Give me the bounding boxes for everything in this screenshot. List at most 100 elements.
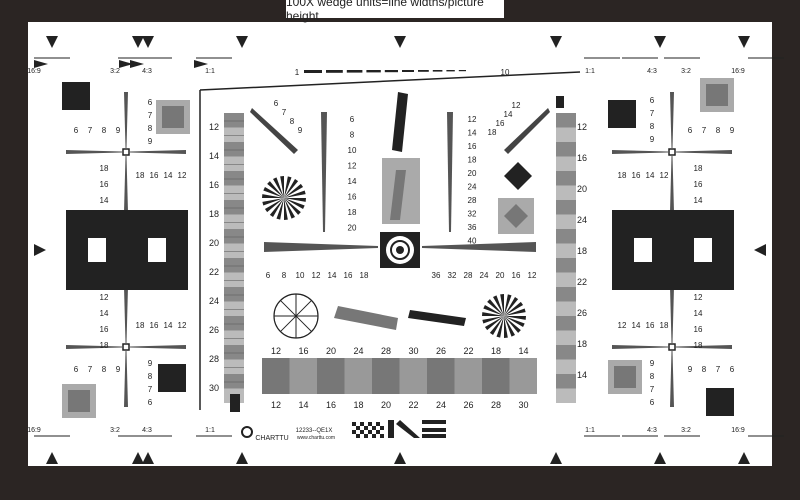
checker-cell xyxy=(368,430,372,434)
checker-cell xyxy=(372,434,376,438)
h-wedge-label: 12 xyxy=(312,271,321,280)
right-scale-cell xyxy=(556,156,576,171)
siemens-star-top xyxy=(263,187,284,198)
black-square xyxy=(706,388,734,416)
center-target-ring xyxy=(390,240,410,260)
bottom-top-label: 28 xyxy=(381,346,391,356)
edge-triangle xyxy=(550,36,562,48)
corner-label: 6 xyxy=(74,365,79,374)
aspect-label: 3:2 xyxy=(110,68,120,75)
center-wedge-label: 6 xyxy=(350,115,355,124)
center-wedge-label: 40 xyxy=(468,237,477,246)
corner-label: 12 xyxy=(660,171,669,180)
right-scale-cell xyxy=(556,113,576,128)
siemens-star-top xyxy=(280,176,284,198)
edge-triangle xyxy=(34,60,48,68)
corner-label: 18 xyxy=(660,321,669,330)
gray-diamond xyxy=(504,204,528,228)
ibeam-left xyxy=(88,238,106,262)
bottom-bottom-label: 20 xyxy=(381,400,391,410)
checker-cell xyxy=(364,426,368,430)
crosshair-tl xyxy=(124,92,128,148)
crosshair-tr xyxy=(668,148,676,156)
center-wedge-label: 18 xyxy=(468,156,477,165)
bottom-stripe-cell xyxy=(372,358,400,394)
siemens-star-top xyxy=(284,183,304,198)
bottom-bottom-label: 22 xyxy=(408,400,418,410)
bottom-top-label: 20 xyxy=(326,346,336,356)
ibeam-left xyxy=(166,210,188,290)
corner-label: 6 xyxy=(148,398,153,407)
bottom-top-label: 24 xyxy=(353,346,363,356)
edge-triangle xyxy=(738,452,750,464)
chart-header-title: 100X wedge units=line widths/picture hei… xyxy=(286,0,484,23)
ibeam-right xyxy=(634,238,652,262)
bottom-stripe-cell xyxy=(482,358,510,394)
left-scale-label: 16 xyxy=(209,180,219,190)
gray-square-inner xyxy=(706,84,728,106)
crosshair-bl xyxy=(124,351,128,407)
checker-cell xyxy=(364,434,368,438)
center-wedge-label: 18 xyxy=(348,208,357,217)
edge-triangle xyxy=(142,36,154,48)
right-scale-cell xyxy=(556,243,576,258)
crosshair-tr xyxy=(676,150,732,154)
checker-cell xyxy=(380,434,384,438)
aspect-label: 4:3 xyxy=(142,68,152,75)
siemens-star-top xyxy=(284,176,292,198)
corner-label: 7 xyxy=(650,109,655,118)
edge-triangle xyxy=(132,452,144,464)
corner-label: 18 xyxy=(694,164,703,173)
corner-label: 8 xyxy=(716,126,721,135)
aspect-label: 16:9 xyxy=(27,427,41,434)
bottom-top-label: 26 xyxy=(436,346,446,356)
corner-label: 18 xyxy=(694,341,703,350)
checker-cell xyxy=(356,426,360,430)
right-scale-cell xyxy=(556,301,576,316)
siemens-star-top xyxy=(262,198,284,206)
center-wedge-a xyxy=(321,112,327,232)
left-scale-cell xyxy=(224,243,244,258)
center-wedge-label: 28 xyxy=(468,196,477,205)
corner-label: 8 xyxy=(650,122,655,131)
black-square xyxy=(62,82,90,110)
h-wedge-label: 16 xyxy=(344,271,353,280)
h-wedge-label: 36 xyxy=(432,271,441,280)
left-scale-label: 28 xyxy=(209,354,219,364)
corner-label: 7 xyxy=(148,111,153,120)
logo-url: www.charttu.com xyxy=(297,435,335,441)
aspect-label: 16:9 xyxy=(731,427,745,434)
crosshair-tr xyxy=(669,149,675,155)
left-scale-cell xyxy=(224,345,244,360)
gray-block-bar xyxy=(390,170,406,220)
left-scale-cell xyxy=(224,142,244,157)
corner-label: 6 xyxy=(688,126,693,135)
aspect-label: 1:1 xyxy=(585,427,595,434)
right-scale-cell xyxy=(556,214,576,229)
bottom-stripe-cell xyxy=(317,358,345,394)
crosshair-tl xyxy=(124,156,128,212)
checker-cell xyxy=(352,422,356,426)
left-scale-cell xyxy=(224,301,244,316)
siemens-star-bottom xyxy=(487,299,504,316)
bottom-stripe-cell xyxy=(509,358,537,394)
checker-cell xyxy=(360,422,364,426)
corner-label: 9 xyxy=(148,359,153,368)
corner-label: 16 xyxy=(646,321,655,330)
top-scale-bar xyxy=(402,70,414,72)
crosshair-br xyxy=(668,343,676,351)
bottom-bottom-label: 26 xyxy=(463,400,473,410)
siemens-star-top xyxy=(284,190,306,198)
ibeam-left xyxy=(148,238,166,262)
ibeam-right xyxy=(694,238,712,262)
edge-triangle xyxy=(394,452,406,464)
right-scale-cell xyxy=(556,142,576,157)
aspect-label: 1:1 xyxy=(205,427,215,434)
h-wedge-label: 24 xyxy=(480,271,489,280)
siemens-star-bottom xyxy=(504,316,521,333)
corner-label: 16 xyxy=(694,180,703,189)
ibeam-right xyxy=(652,238,694,262)
siemens-star-bottom xyxy=(504,301,524,316)
edge-triangle xyxy=(654,36,666,48)
top-scale-bar xyxy=(432,70,443,72)
